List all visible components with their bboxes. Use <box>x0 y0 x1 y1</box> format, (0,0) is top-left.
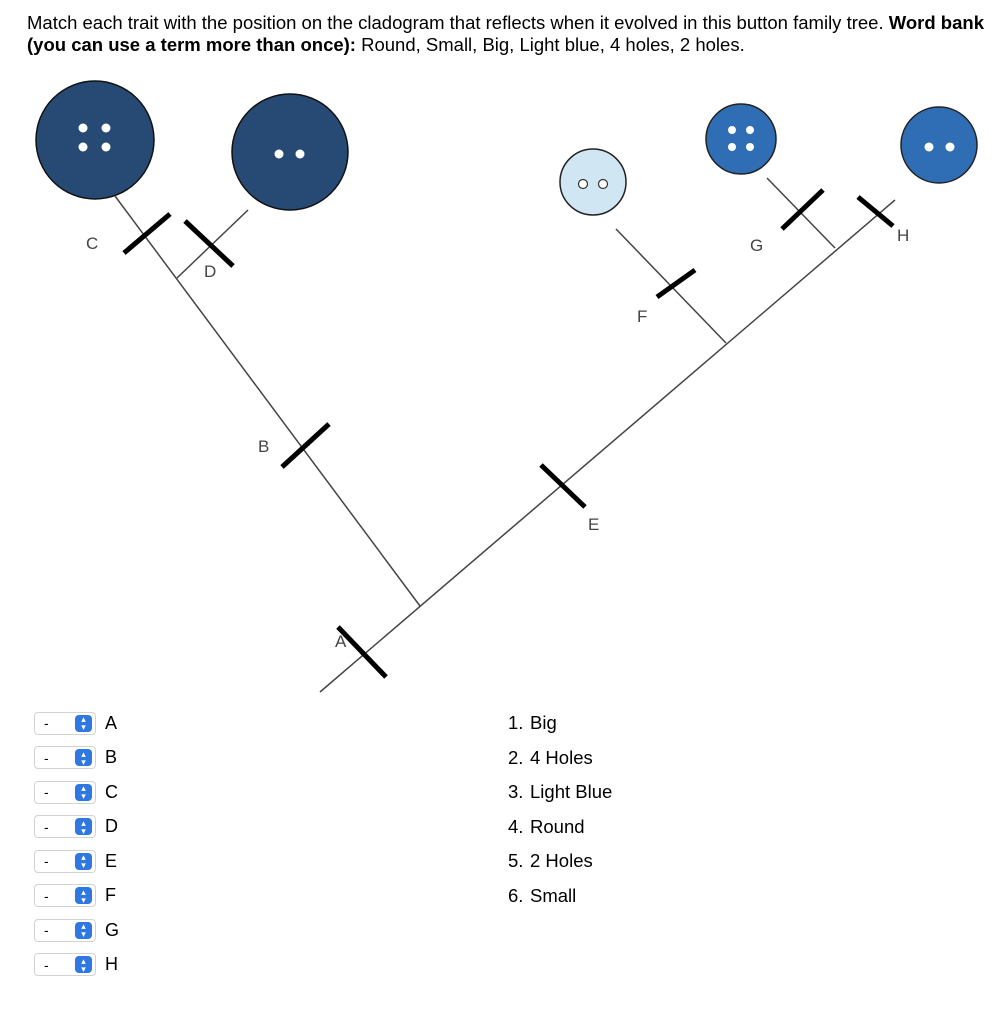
trait-select-a[interactable]: - ▴▾ <box>34 711 96 735</box>
button-big-dark-4-hole <box>35 80 155 200</box>
chevron-up-down-icon: ▴▾ <box>75 921 92 939</box>
label-e: E <box>588 515 599 534</box>
tick-b <box>280 422 331 469</box>
tick-d <box>183 219 235 268</box>
answer-number: 4. <box>508 815 524 837</box>
trait-select-g[interactable]: - ▴▾ <box>34 918 96 942</box>
match-letter: F <box>105 885 116 906</box>
match-letter: E <box>105 850 118 871</box>
trait-select-e[interactable]: - ▴▾ <box>34 849 96 873</box>
answer-label: Light Blue <box>530 781 613 803</box>
answer-label: Small <box>530 884 577 906</box>
match-row-a: - ▴▾ A <box>34 706 119 741</box>
chevron-up-down-icon: ▴▾ <box>75 852 92 870</box>
chevron-up-down-icon: ▴▾ <box>75 783 92 801</box>
select-value: - <box>44 922 49 939</box>
match-letter: H <box>105 954 118 975</box>
match-letter: B <box>105 747 118 768</box>
select-value: - <box>44 956 49 973</box>
match-list: -▴▾ A -▴▾ B -▴▾ C -▴▾ D -▴▾ E -▴▾ F -▴▾ … <box>34 706 119 982</box>
match-letter: G <box>105 919 120 940</box>
match-letter: D <box>105 816 118 837</box>
match-row-g: - ▴▾ G <box>34 913 119 948</box>
select-value: - <box>44 853 49 870</box>
answer-label: 4 Holes <box>530 746 593 768</box>
match-row-e: - ▴▾ E <box>34 844 119 879</box>
answer-list: 1. Big 2. 4 Holes 3. Light Blue 4. Round 5. 2… <box>508 706 612 913</box>
tick-g <box>780 188 825 231</box>
tick-a <box>336 625 388 679</box>
match-row-c: - ▴▾ C <box>34 775 119 810</box>
cladogram-branches <box>114 177 896 693</box>
label-g: G <box>750 236 763 255</box>
match-row-d: - ▴▾ D <box>34 810 119 845</box>
answer-item: 3. Light Blue <box>508 775 612 810</box>
trait-ticks <box>122 188 895 679</box>
chevron-up-down-icon: ▴▾ <box>75 749 92 767</box>
label-b: B <box>258 437 269 456</box>
trait-select-c[interactable]: - ▴▾ <box>34 780 96 804</box>
match-row-f: - ▴▾ F <box>34 879 119 914</box>
button-small-blue-2-hole <box>900 106 978 184</box>
tick-f <box>655 267 697 300</box>
answer-number: 2. <box>508 746 524 768</box>
question-text: Match each trait with the position on th… <box>27 12 987 56</box>
answer-item: 4. Round <box>508 810 612 845</box>
select-value: - <box>44 784 49 801</box>
trait-select-b[interactable]: - ▴▾ <box>34 746 96 770</box>
answer-number: 3. <box>508 781 524 803</box>
trait-select-h[interactable]: - ▴▾ <box>34 953 96 977</box>
answer-item: 2. 4 Holes <box>508 741 612 776</box>
chevron-up-down-icon: ▴▾ <box>75 956 92 974</box>
chevron-up-down-icon: ▴▾ <box>75 714 92 732</box>
label-f: F <box>637 307 647 326</box>
trait-select-f[interactable]: - ▴▾ <box>34 884 96 908</box>
answer-item: 1. Big <box>508 706 612 741</box>
select-value: - <box>44 818 49 835</box>
match-letter: C <box>105 781 118 802</box>
select-value: - <box>44 887 49 904</box>
answer-number: 6. <box>508 884 524 906</box>
answer-number: 5. <box>508 850 524 872</box>
cladogram: A B C D E F G H <box>35 80 978 693</box>
answer-item: 6. Small <box>508 879 612 914</box>
tick-c <box>122 212 172 255</box>
chevron-up-down-icon: ▴▾ <box>75 818 92 836</box>
button-big-dark-2-hole <box>231 93 349 211</box>
match-letter: A <box>105 712 118 733</box>
label-c: C <box>86 234 98 253</box>
word-bank-heading: Word bank (you can use a term more than … <box>27 12 984 55</box>
answer-label: Round <box>530 815 585 837</box>
answer-label: 2 Holes <box>530 850 593 872</box>
select-value: - <box>44 715 49 732</box>
answer-item: 5. 2 Holes <box>508 844 612 879</box>
question-intro: Match each trait with the position on th… <box>27 12 889 33</box>
button-light-blue-2-hole <box>559 148 627 216</box>
answer-number: 1. <box>508 712 524 734</box>
match-row-b: - ▴▾ B <box>34 741 119 776</box>
select-value: - <box>44 749 49 766</box>
button-small-blue-4-hole <box>705 103 777 175</box>
tick-h <box>856 195 895 228</box>
word-bank-terms: Round, Small, Big, Light blue, 4 holes, … <box>355 34 745 55</box>
label-d: D <box>204 262 216 281</box>
match-row-h: - ▴▾ H <box>34 948 119 983</box>
trait-select-d[interactable]: - ▴▾ <box>34 815 96 839</box>
label-h: H <box>897 226 909 245</box>
answer-label: Big <box>530 712 557 734</box>
tick-e <box>539 463 587 509</box>
chevron-up-down-icon: ▴▾ <box>75 887 92 905</box>
label-a: A <box>335 632 347 651</box>
